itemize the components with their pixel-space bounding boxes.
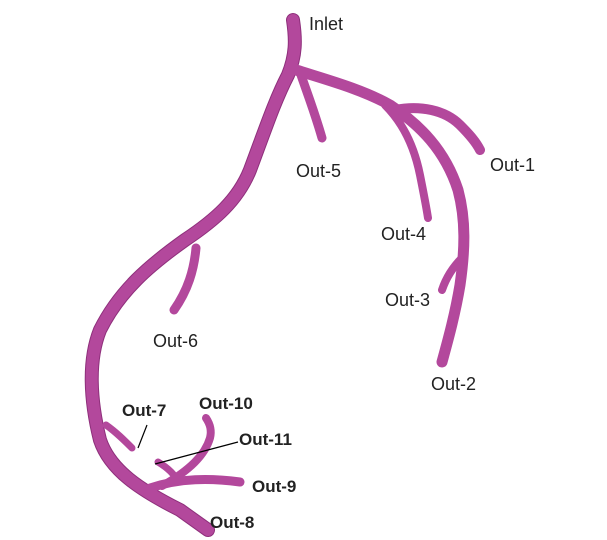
- vessel-branch-out6: [174, 248, 196, 310]
- label-out1: Out-1: [490, 155, 535, 175]
- vessel-branch-out7: [106, 425, 132, 448]
- label-out11: Out-11: [239, 430, 292, 450]
- label-out2: Out-2: [431, 374, 476, 394]
- label-out9: Out-9: [252, 477, 296, 497]
- label-inlet: Inlet: [309, 14, 343, 34]
- label-out8: Out-8: [210, 513, 254, 533]
- label-out3: Out-3: [385, 290, 430, 310]
- label-out6: Out-6: [153, 331, 198, 351]
- label-out4: Out-4: [381, 224, 426, 244]
- leader-lines: [138, 425, 238, 464]
- label-out10: Out-10: [199, 394, 253, 414]
- leader-out7: [138, 425, 147, 448]
- label-out5: Out-5: [296, 161, 341, 181]
- label-out7: Out-7: [122, 401, 166, 421]
